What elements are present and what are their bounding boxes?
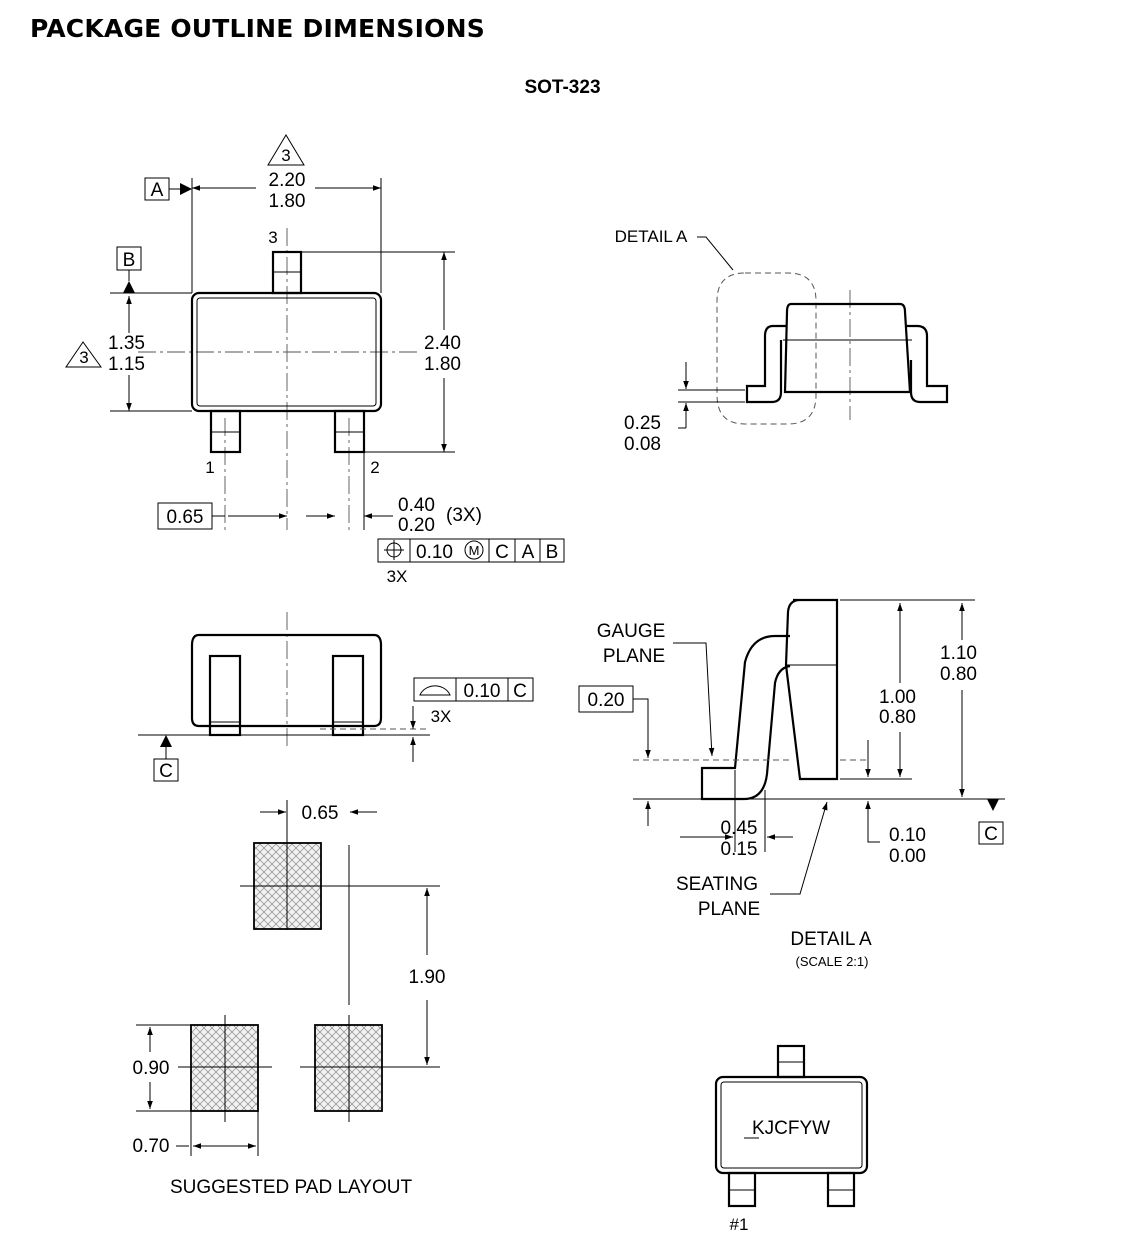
pad-layout-title: SUGGESTED PAD LAYOUT: [170, 1177, 413, 1198]
pad-height: 0.90: [133, 1058, 170, 1079]
mmc: M: [469, 543, 480, 558]
stand-max: 0.10: [889, 825, 926, 846]
side-lead-2: [331, 654, 365, 737]
datum-a: A: [151, 180, 164, 201]
body-height-min: 1.15: [108, 354, 145, 375]
datum-c-box: [153, 758, 179, 782]
height-max: 1.10: [940, 643, 977, 664]
foot-min: 0.15: [721, 839, 758, 860]
coplanarity-datum: C: [513, 681, 527, 702]
pad-layout: 0.65 1.90 0.90 0.70 SUGGESTED PAD LAYOUT: [133, 800, 446, 1198]
overall-height-max: 2.40: [424, 333, 461, 354]
detail-body: [784, 598, 839, 781]
ref-a: A: [522, 542, 535, 563]
coplanarity: 0.10: [464, 681, 501, 702]
height-min: 0.80: [940, 664, 977, 685]
detail-lead: [700, 634, 791, 801]
package-name: SOT-323: [524, 77, 601, 98]
marking-view: KJCFYW #1: [714, 1044, 869, 1234]
side-view: C 0.10 C 3X: [138, 612, 534, 782]
pad-span: 1.90: [409, 967, 446, 988]
body-height-max: 1.35: [108, 333, 145, 354]
position-tol: 0.10: [416, 542, 453, 563]
marking-body: [714, 1075, 869, 1175]
end-view: DETAIL A 0.25 0.08: [615, 227, 949, 455]
gauge-line1: GAUGE: [597, 621, 666, 642]
side-body: [190, 633, 383, 728]
standoff-min: 0.08: [624, 434, 661, 455]
side-lead-1: [208, 654, 242, 737]
pitch: 0.65: [167, 507, 204, 528]
ref-b: B: [546, 542, 559, 563]
seating-line1: SEATING: [676, 874, 758, 895]
standoff-max: 0.25: [624, 413, 661, 434]
gauge-height: 0.20: [588, 690, 625, 711]
lead-count: (3X): [446, 505, 482, 526]
position-tolerance-frame: 0.10 M C A B: [377, 538, 565, 563]
body-max: 1.00: [879, 687, 916, 708]
pin-1-label: 1: [205, 458, 214, 477]
detail-a-label: DETAIL A: [615, 227, 688, 246]
ref-c: C: [495, 542, 509, 563]
profile-surface-icon: [419, 685, 451, 696]
detail-datum-c: C: [984, 824, 998, 845]
gauge-line2: PLANE: [603, 646, 665, 667]
pin-3-label: 3: [268, 228, 277, 247]
foot-max: 0.45: [721, 818, 758, 839]
pin1-marker: #1: [730, 1215, 749, 1234]
top-view: 2.20 1.80 3 A B 3 1.35 1.15 2.40 1.80 3 …: [65, 134, 565, 586]
datum-c: C: [159, 761, 173, 782]
seating-line2: PLANE: [698, 899, 760, 920]
width-min: 1.80: [269, 191, 306, 212]
tol-count: 3X: [387, 567, 408, 586]
pad-width: 0.70: [133, 1136, 170, 1157]
pad-pitch: 0.65: [302, 803, 339, 824]
page-title: PACKAGE OUTLINE DIMENSIONS: [30, 14, 485, 43]
note-triangle: [267, 134, 305, 166]
pin-2-label: 2: [370, 458, 379, 477]
marking-code: KJCFYW: [752, 1118, 830, 1139]
detail-scale: (SCALE 2:1): [796, 954, 869, 969]
detail-a-view: GAUGE PLANE 0.20 1.10 0.80 1.00 0.80 0.1…: [578, 598, 1005, 969]
detail-datum-c-box: [978, 821, 1004, 845]
coplanarity-count: 3X: [431, 707, 452, 726]
datum-b: B: [123, 250, 136, 271]
detail-a-outline: [716, 272, 817, 425]
end-body: [783, 302, 912, 394]
lead-width-min: 0.20: [398, 515, 435, 536]
note-ref: 3: [281, 146, 290, 165]
lead-width-max: 0.40: [398, 495, 435, 516]
stand-min: 0.00: [889, 846, 926, 867]
coplanarity-frame: 0.10 C: [413, 677, 534, 702]
mmc-icon: [464, 540, 484, 560]
body-min: 0.80: [879, 707, 916, 728]
overall-height-min: 1.80: [424, 354, 461, 375]
note-ref-2: 3: [79, 348, 88, 367]
width-max: 2.20: [269, 170, 306, 191]
detail-title: DETAIL A: [790, 929, 872, 950]
